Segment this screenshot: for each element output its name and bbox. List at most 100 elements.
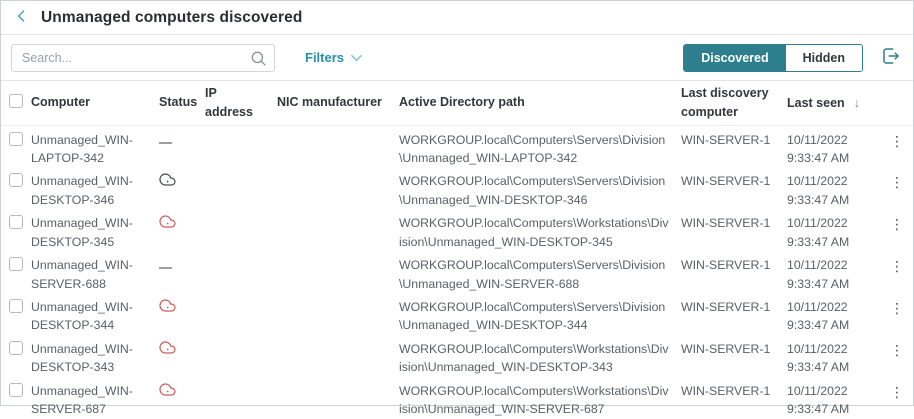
- row-menu-cell: [879, 340, 914, 358]
- kebab-menu-icon[interactable]: [890, 344, 904, 358]
- active-directory-path: WORKGROUP.local\Computers\Servers\Divisi…: [399, 300, 666, 333]
- last-discovery-computer: WIN-SERVER-1: [681, 174, 771, 189]
- table-row: Unmanaged_WIN-LAPTOP-342 WORKGROUP.local…: [1, 126, 913, 168]
- last-seen-date: 10/11/2022: [787, 258, 848, 273]
- row-checkbox[interactable]: [9, 173, 23, 188]
- status-none-icon: [159, 267, 172, 270]
- row-select-cell: [1, 298, 31, 318]
- active-directory-path: WORKGROUP.local\Computers\Servers\Divisi…: [399, 132, 666, 165]
- search-box: [11, 43, 275, 72]
- status-cell: [157, 214, 205, 234]
- toolbar: Filters Discovered Hidden: [1, 35, 913, 81]
- column-header-ip-address[interactable]: IP address: [205, 86, 253, 119]
- row-checkbox[interactable]: [9, 299, 23, 313]
- status-cell: [157, 340, 205, 360]
- row-menu-cell: [879, 131, 914, 149]
- row-select-cell: [1, 214, 31, 234]
- column-header-status[interactable]: Status: [159, 95, 198, 110]
- row-checkbox[interactable]: [9, 340, 23, 355]
- select-all-checkbox[interactable]: [9, 93, 23, 108]
- row-checkbox[interactable]: [9, 215, 23, 230]
- kebab-menu-icon[interactable]: [890, 176, 904, 190]
- computer-name: Unmanaged_WIN-LAPTOP-342: [31, 132, 133, 165]
- kebab-menu-icon[interactable]: [890, 260, 904, 274]
- row-checkbox[interactable]: [9, 257, 23, 272]
- table-row: Unmanaged_WIN-SERVER-688 WORKGROUP.local…: [1, 251, 913, 293]
- last-seen-time: 9:33:47 AM: [787, 360, 850, 375]
- status-none-icon: [159, 141, 172, 144]
- back-button[interactable]: [13, 7, 30, 28]
- last-seen-time: 9:33:47 AM: [787, 192, 850, 207]
- last-seen: 10/11/2022 9:33:47 AM: [787, 214, 879, 251]
- column-header-nic-manufacturer[interactable]: NIC manufacturer: [277, 95, 382, 110]
- last-seen: 10/11/2022 9:33:47 AM: [787, 256, 879, 293]
- column-header-last-seen[interactable]: Last seen: [787, 93, 879, 113]
- computer-name: Unmanaged_WIN-DESKTOP-343: [31, 341, 133, 375]
- sort-descending-icon: [854, 95, 861, 110]
- column-header-computer[interactable]: Computer: [31, 95, 91, 110]
- row-menu-cell: [879, 256, 914, 274]
- computer-name: Unmanaged_WIN-SERVER-688: [31, 258, 133, 291]
- last-discovery-computer: WIN-SERVER-1: [681, 132, 771, 147]
- table-body: Unmanaged_WIN-LAPTOP-342 WORKGROUP.local…: [1, 126, 913, 419]
- last-discovery-computer: WIN-SERVER-1: [681, 341, 771, 356]
- last-seen: 10/11/2022 9:33:47 AM: [787, 340, 879, 377]
- last-seen-label: Last seen: [787, 95, 845, 110]
- active-directory-path: WORKGROUP.local\Computers\Servers\Divisi…: [399, 258, 666, 291]
- computer-name: Unmanaged_WIN-DESKTOP-345: [31, 216, 133, 249]
- last-seen-time: 9:33:47 AM: [787, 276, 850, 291]
- row-checkbox[interactable]: [9, 131, 23, 146]
- status-cell: [157, 172, 205, 192]
- status-cloud-alert-icon: [159, 215, 176, 232]
- toggle-hidden[interactable]: Hidden: [785, 44, 862, 71]
- last-seen-date: 10/11/2022: [787, 174, 848, 189]
- active-directory-path: WORKGROUP.local\Computers\Workstations\D…: [399, 216, 669, 249]
- status-cloud-alert-icon: [159, 341, 176, 358]
- export-button[interactable]: [878, 43, 903, 72]
- column-header-last-discovery-computer[interactable]: Last discovery computer: [681, 86, 769, 119]
- search-icon: [250, 50, 267, 72]
- view-toggle: Discovered Hidden: [683, 43, 863, 72]
- kebab-menu-icon[interactable]: [890, 302, 904, 316]
- titlebar: Unmanaged computers discovered: [1, 1, 913, 35]
- search-input[interactable]: [11, 43, 275, 72]
- filters-button[interactable]: Filters: [305, 50, 362, 65]
- computer-name: Unmanaged_WIN-DESKTOP-346: [31, 174, 133, 207]
- last-seen: 10/11/2022 9:33:47 AM: [787, 298, 879, 335]
- last-seen-date: 10/11/2022: [787, 300, 848, 314]
- row-menu-cell: [879, 382, 914, 400]
- row-select-cell: [1, 340, 31, 360]
- computer-name: Unmanaged_WIN-DESKTOP-344: [31, 300, 133, 333]
- filters-label: Filters: [305, 50, 345, 65]
- column-header-ad-path[interactable]: Active Directory path: [399, 95, 525, 110]
- kebab-menu-icon[interactable]: [890, 135, 904, 149]
- last-seen: 10/11/2022 9:33:47 AM: [787, 131, 879, 168]
- last-seen-time: 9:33:47 AM: [787, 150, 850, 165]
- row-menu-cell: [879, 298, 914, 316]
- computers-table: Computer Status IP address NIC manufactu…: [1, 81, 913, 419]
- status-cell: [157, 256, 205, 274]
- last-seen-date: 10/11/2022: [787, 383, 848, 398]
- last-seen-time: 9:33:47 AM: [787, 234, 850, 249]
- kebab-menu-icon[interactable]: [890, 218, 904, 232]
- active-directory-path: WORKGROUP.local\Computers\Servers\Divisi…: [399, 174, 666, 207]
- row-menu-cell: [879, 214, 914, 232]
- computer-name: Unmanaged_WIN-SERVER-687: [31, 383, 133, 417]
- kebab-menu-icon[interactable]: [890, 386, 904, 400]
- status-cell: [157, 382, 205, 402]
- last-discovery-computer: WIN-SERVER-1: [681, 258, 771, 273]
- row-select-cell: [1, 131, 31, 151]
- table-row: Unmanaged_WIN-DESKTOP-346 WORKGROUP.loca…: [1, 167, 913, 209]
- toggle-discovered[interactable]: Discovered: [684, 44, 786, 71]
- last-discovery-computer: WIN-SERVER-1: [681, 216, 771, 231]
- status-cloud-alert-icon: [159, 383, 176, 400]
- active-directory-path: WORKGROUP.local\Computers\Workstations\D…: [399, 383, 669, 417]
- last-discovery-computer: WIN-SERVER-1: [681, 300, 771, 314]
- select-all-cell: [1, 92, 31, 114]
- last-seen: 10/11/2022 9:33:47 AM: [787, 172, 879, 209]
- active-directory-path: WORKGROUP.local\Computers\Workstations\D…: [399, 341, 669, 375]
- last-seen-date: 10/11/2022: [787, 132, 848, 147]
- row-menu-cell: [879, 172, 914, 190]
- table-row: Unmanaged_WIN-DESKTOP-345 WORKGROUP.loca…: [1, 209, 913, 251]
- row-checkbox[interactable]: [9, 382, 23, 397]
